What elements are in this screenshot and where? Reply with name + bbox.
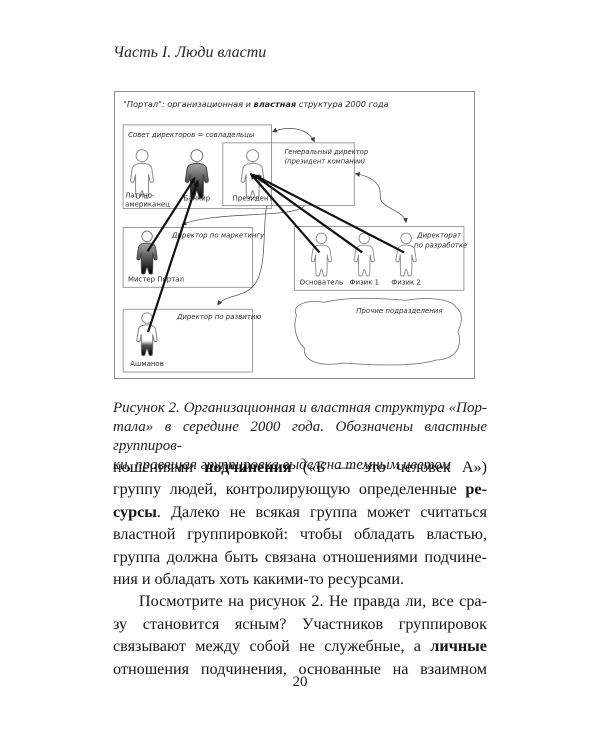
label-fizik1: Физик 1	[349, 278, 379, 286]
body-line: зу становится ясным? Участников группиро…	[113, 613, 487, 635]
arrow-ashmanov-bankir	[146, 179, 199, 333]
body-line: властной группировкой: чтобы обладать вл…	[113, 523, 487, 545]
body-line: ния и обладать хоть какими-то ресурсами.	[113, 568, 487, 590]
caption-line: Рисунок 2. Организационная и властная ст…	[113, 400, 487, 416]
arrow-fizik1-president	[252, 173, 363, 254]
body-bold-text: подчинения	[204, 458, 292, 476]
running-head: Часть I. Люди власти	[113, 44, 267, 61]
body-line: связывают между собой не служебные, а ли…	[113, 635, 487, 657]
body-bold-text: сурсы	[113, 502, 157, 521]
caption-line: ки, правящая группировка выделена темным…	[113, 457, 451, 473]
body-line: группу людей, контролирующую определенны…	[113, 478, 487, 500]
person-icon-bankir	[184, 149, 209, 199]
gd-box-label-1: Генеральный директор	[285, 148, 369, 156]
arrow-portal-bankir	[146, 176, 196, 253]
person-icon-fizik2	[395, 232, 417, 277]
body-plain-text: («Б — это человек А»)	[291, 458, 487, 476]
growth-box	[122, 308, 254, 373]
power-arrows	[146, 172, 405, 333]
label-osnovatel: Основатель	[300, 278, 343, 286]
body-line: группа должна быть связана отношениями п…	[113, 546, 487, 568]
person-icon-fizik1	[353, 232, 375, 277]
body-line: сурсы. Далеко не всякая группа может счи…	[113, 501, 487, 523]
body-line: ношениями подчинения («Б — это человек А…	[113, 456, 487, 478]
org-connectors	[181, 127, 408, 306]
figure-caption: Рисунок 2. Организационная и властная ст…	[113, 399, 487, 475]
label-fizik2: Физик 2	[391, 278, 421, 286]
body-line: отношения подчинения, основанные на взаи…	[113, 658, 487, 680]
body-plain-text: ния и обладать хоть какими-то ресурсами.	[113, 570, 405, 589]
person-icon-president	[240, 149, 265, 199]
body-plain-text: связывают между собой не служебные, а	[113, 637, 431, 656]
body-plain-text: группа должна быть связана отношениями п…	[113, 547, 487, 566]
arrow-fizik2-president	[254, 174, 405, 254]
figure-title: "Портал": организационная и властная стр…	[123, 99, 388, 109]
other-units-label: Прочие подразделения	[356, 307, 442, 315]
general-director-box	[222, 142, 355, 207]
person-icon-ashmanov	[136, 312, 158, 357]
label-president: Президент	[233, 195, 273, 203]
body-plain-text: группу людей, контролирующую определенны…	[113, 480, 466, 499]
body-plain-text: отношения подчинения, основанные на взаи…	[113, 659, 487, 678]
connector-gd-growth	[217, 205, 267, 306]
connector-gd-development	[354, 171, 408, 224]
marketing-box	[122, 227, 254, 288]
connector-gd-marketing	[181, 205, 305, 226]
label-mister-portal: Мистер Портал	[128, 275, 184, 283]
label-latino-1: Латино-	[125, 192, 155, 200]
body-plain-text: ношениями	[113, 458, 205, 476]
marketing-box-label: Директор по маркетингу	[171, 231, 265, 239]
gd-box-label-2: (президент компании)	[285, 158, 366, 166]
body-plain-text: Посмотрите на рисунок 2. Не правда ли, в…	[138, 592, 487, 611]
body-bold-text: личные	[430, 637, 487, 656]
other-units-cloud	[294, 297, 462, 366]
person-icon-latino	[129, 149, 155, 199]
board-box-label: Совет директоров = совладельцы	[128, 131, 255, 139]
page-number: 20	[292, 674, 308, 690]
body-plain-text: зу становится ясным? Участников группиро…	[113, 614, 487, 633]
board-box	[122, 124, 273, 210]
label-ashmanov: Ашманов	[130, 360, 164, 368]
connector-gd-board	[272, 127, 315, 143]
person-icon-osnovatel	[310, 232, 333, 277]
label-latino-2: американец	[125, 201, 170, 209]
org-chart-svg: "Портал": организационная и властная стр…	[122, 99, 467, 373]
label-bankir: Банкир	[183, 195, 210, 203]
body-text: ношениями подчинения («Б — это человек А…	[113, 456, 487, 680]
growth-box-label: Директор по развитию	[176, 313, 262, 321]
arrow-osnovatel-president	[249, 172, 321, 254]
caption-line: тала» в середине 2000 года. Обозначены в…	[113, 419, 487, 454]
development-box-label-2: по разработке	[414, 241, 467, 249]
person-icon-mister-portal	[136, 230, 158, 275]
body-line: Посмотрите на рисунок 2. Не правда ли, в…	[113, 590, 487, 612]
development-box-label-1: Директорат	[416, 231, 462, 239]
body-plain-text: властной группировкой: чтобы обладать вл…	[113, 525, 487, 544]
body-plain-text: . Далеко не всякая группа может считатьс…	[156, 502, 487, 521]
body-bold-text: ре-	[465, 480, 487, 499]
development-box	[294, 226, 465, 291]
figure-diagram: "Портал": организационная и властная стр…	[114, 91, 475, 379]
